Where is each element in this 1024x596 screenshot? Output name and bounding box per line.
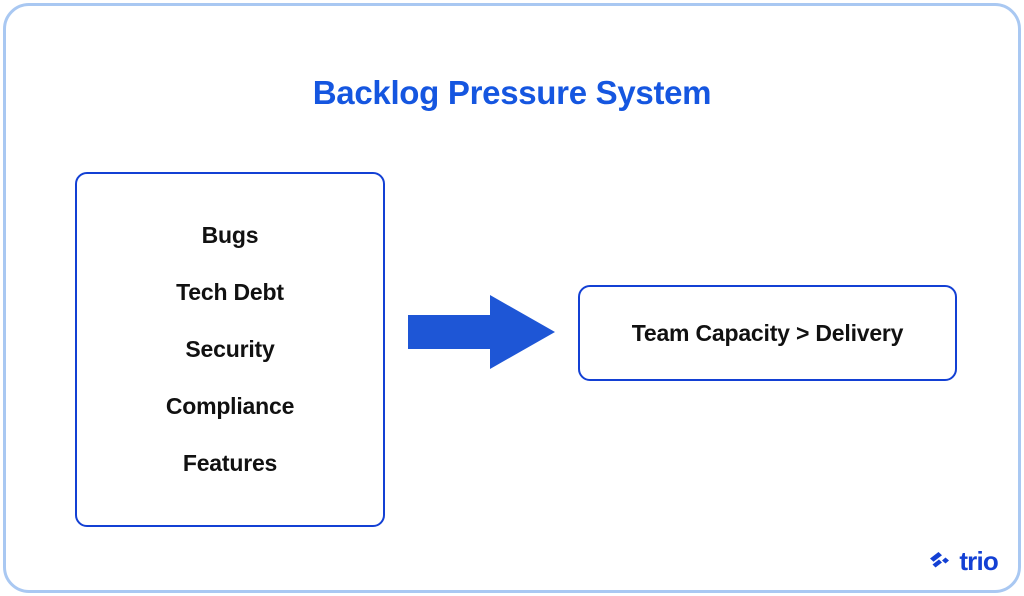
list-item: Security: [185, 336, 275, 362]
right-arrow-icon: [408, 293, 556, 371]
trio-logo-mark-icon: [929, 552, 953, 570]
page-title: Backlog Pressure System: [312, 74, 712, 111]
list-item: Features: [182, 450, 278, 476]
outcome-label: Team Capacity > Delivery: [631, 319, 904, 346]
outcome-box: Team Capacity > Delivery: [578, 285, 957, 381]
list-item: Bugs: [201, 222, 259, 248]
backlog-sources-box: Bugs Tech Debt Security Compliance Featu…: [75, 172, 385, 527]
list-item: Compliance: [165, 393, 295, 419]
brand-wordmark: trio: [959, 546, 998, 576]
brand-logo: trio: [929, 546, 999, 576]
list-item: Tech Debt: [176, 279, 284, 305]
